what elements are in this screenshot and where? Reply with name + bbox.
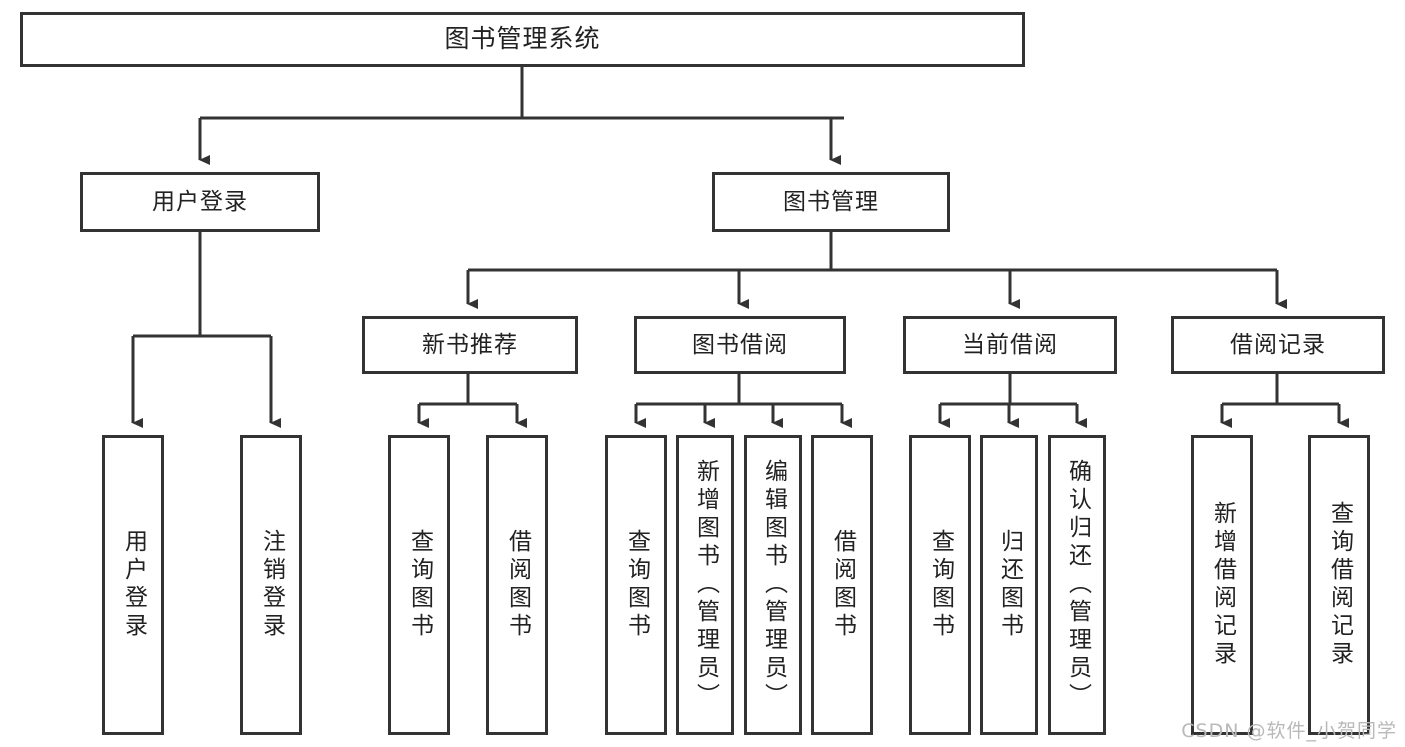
node-current-borrow-label: 当前借阅 — [962, 331, 1058, 358]
leaf-label: 新增借阅记录 — [1209, 501, 1236, 669]
leaf-label: 用户登录 — [120, 529, 147, 641]
leaf-new-book-query[interactable]: 查询图书 — [388, 435, 450, 735]
node-book-borrow-label: 图书借阅 — [692, 331, 788, 358]
leaf-label: 编辑图书（管理员） — [760, 459, 787, 711]
node-book-borrow[interactable]: 图书借阅 — [634, 316, 846, 374]
node-borrow-record[interactable]: 借阅记录 — [1171, 316, 1385, 374]
leaf-label: 借阅图书 — [504, 529, 531, 641]
leaf-label: 查询图书 — [623, 529, 650, 641]
node-book-management-label: 图书管理 — [783, 188, 879, 215]
leaf-current-borrow-return[interactable]: 归还图书 — [980, 435, 1038, 735]
leaf-current-borrow-query[interactable]: 查询图书 — [909, 435, 971, 735]
leaf-label: 确认归还（管理员） — [1064, 459, 1091, 711]
leaf-label: 借阅图书 — [829, 529, 856, 641]
node-user-login[interactable]: 用户登录 — [80, 172, 320, 232]
watermark: CSDN @软件_小贺同学 — [1181, 720, 1397, 742]
leaf-label: 查询图书 — [927, 529, 954, 641]
leaf-book-borrow-query[interactable]: 查询图书 — [605, 435, 667, 735]
leaf-book-borrow-edit[interactable]: 编辑图书（管理员） — [744, 435, 802, 735]
leaf-user-login-logout[interactable]: 注销登录 — [240, 435, 302, 735]
leaf-borrow-record-query[interactable]: 查询借阅记录 — [1308, 435, 1370, 735]
leaf-book-borrow-add[interactable]: 新增图书（管理员） — [676, 435, 734, 735]
leaf-new-book-borrow[interactable]: 借阅图书 — [486, 435, 548, 735]
node-current-borrow[interactable]: 当前借阅 — [903, 316, 1117, 374]
node-new-book-recommend-label: 新书推荐 — [422, 331, 518, 358]
leaf-user-login-login[interactable]: 用户登录 — [102, 435, 164, 735]
leaf-book-borrow-borrow[interactable]: 借阅图书 — [811, 435, 873, 735]
leaf-label: 查询借阅记录 — [1326, 501, 1353, 669]
node-borrow-record-label: 借阅记录 — [1230, 331, 1326, 358]
leaf-current-borrow-confirm-return[interactable]: 确认归还（管理员） — [1048, 435, 1106, 735]
node-root[interactable]: 图书管理系统 — [20, 12, 1025, 67]
node-root-label: 图书管理系统 — [444, 24, 601, 54]
node-book-management[interactable]: 图书管理 — [712, 172, 950, 232]
leaf-label: 注销登录 — [258, 529, 285, 641]
leaf-label: 归还图书 — [996, 529, 1023, 641]
leaf-label: 查询图书 — [406, 529, 433, 641]
node-user-login-label: 用户登录 — [152, 188, 248, 215]
node-new-book-recommend[interactable]: 新书推荐 — [362, 316, 578, 374]
leaf-borrow-record-add[interactable]: 新增借阅记录 — [1191, 435, 1253, 735]
leaf-label: 新增图书（管理员） — [692, 459, 719, 711]
